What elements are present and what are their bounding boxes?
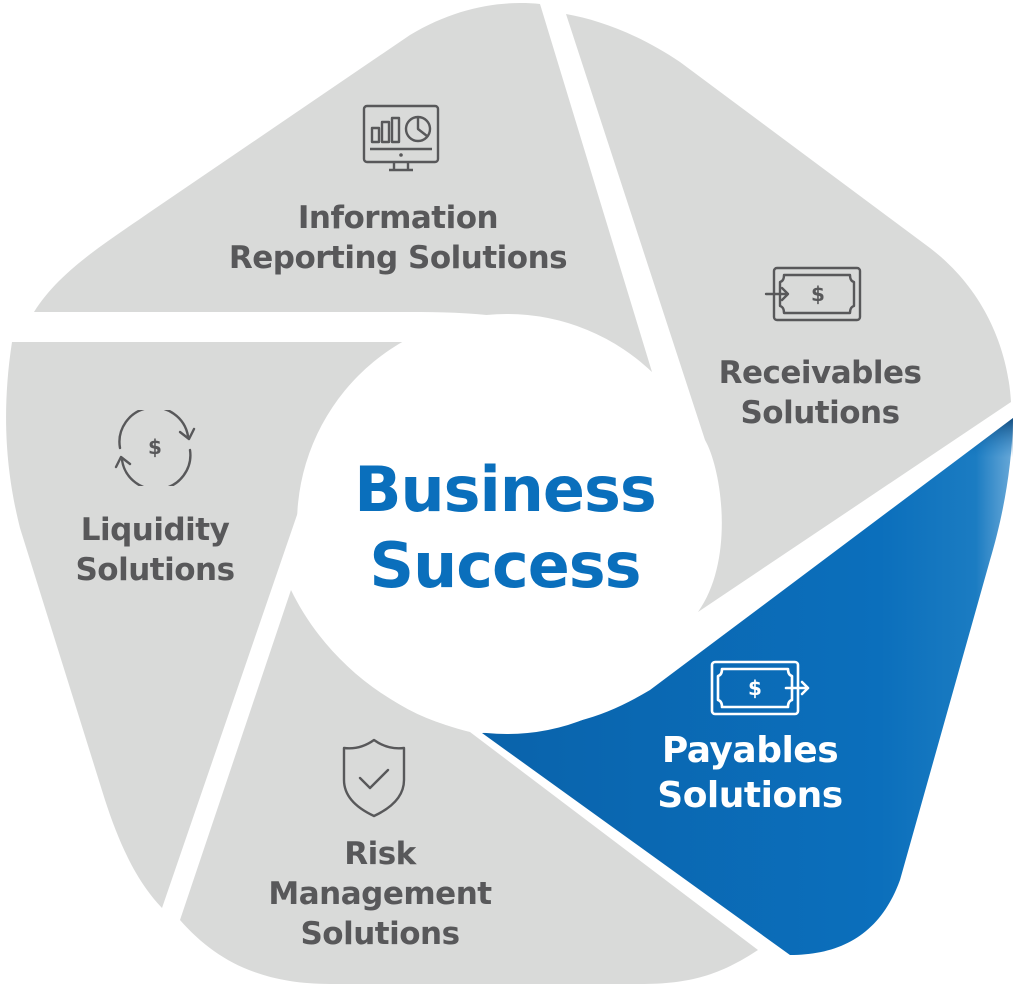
segment-label-payables: Payables Solutions <box>657 730 843 816</box>
center-title-line1: Business <box>354 453 657 526</box>
svg-text:$: $ <box>811 282 825 306</box>
money-out-icon: $ <box>710 660 810 716</box>
segment-label-receivables: Receivables Solutions <box>718 355 922 431</box>
petal-liquidity[interactable] <box>6 342 411 908</box>
petal-information-reporting[interactable] <box>34 3 652 373</box>
center-title-line2: Success <box>369 529 641 602</box>
cycle-dollar-icon: $ <box>114 410 196 486</box>
segment-label-risk-management: Risk Management Solutions <box>268 836 492 952</box>
svg-text:$: $ <box>148 435 162 459</box>
petal-risk-management[interactable] <box>180 590 758 984</box>
money-in-icon: $ <box>764 266 862 322</box>
monitor-chart-icon <box>362 104 440 172</box>
center-title: Business Success <box>330 452 680 604</box>
center-circle <box>297 314 717 734</box>
svg-text:$: $ <box>748 676 762 700</box>
segment-label-liquidity: Liquidity Solutions <box>75 512 235 588</box>
segment-label-information-reporting: Information Reporting Solutions <box>228 200 568 276</box>
shield-check-icon <box>342 738 406 818</box>
